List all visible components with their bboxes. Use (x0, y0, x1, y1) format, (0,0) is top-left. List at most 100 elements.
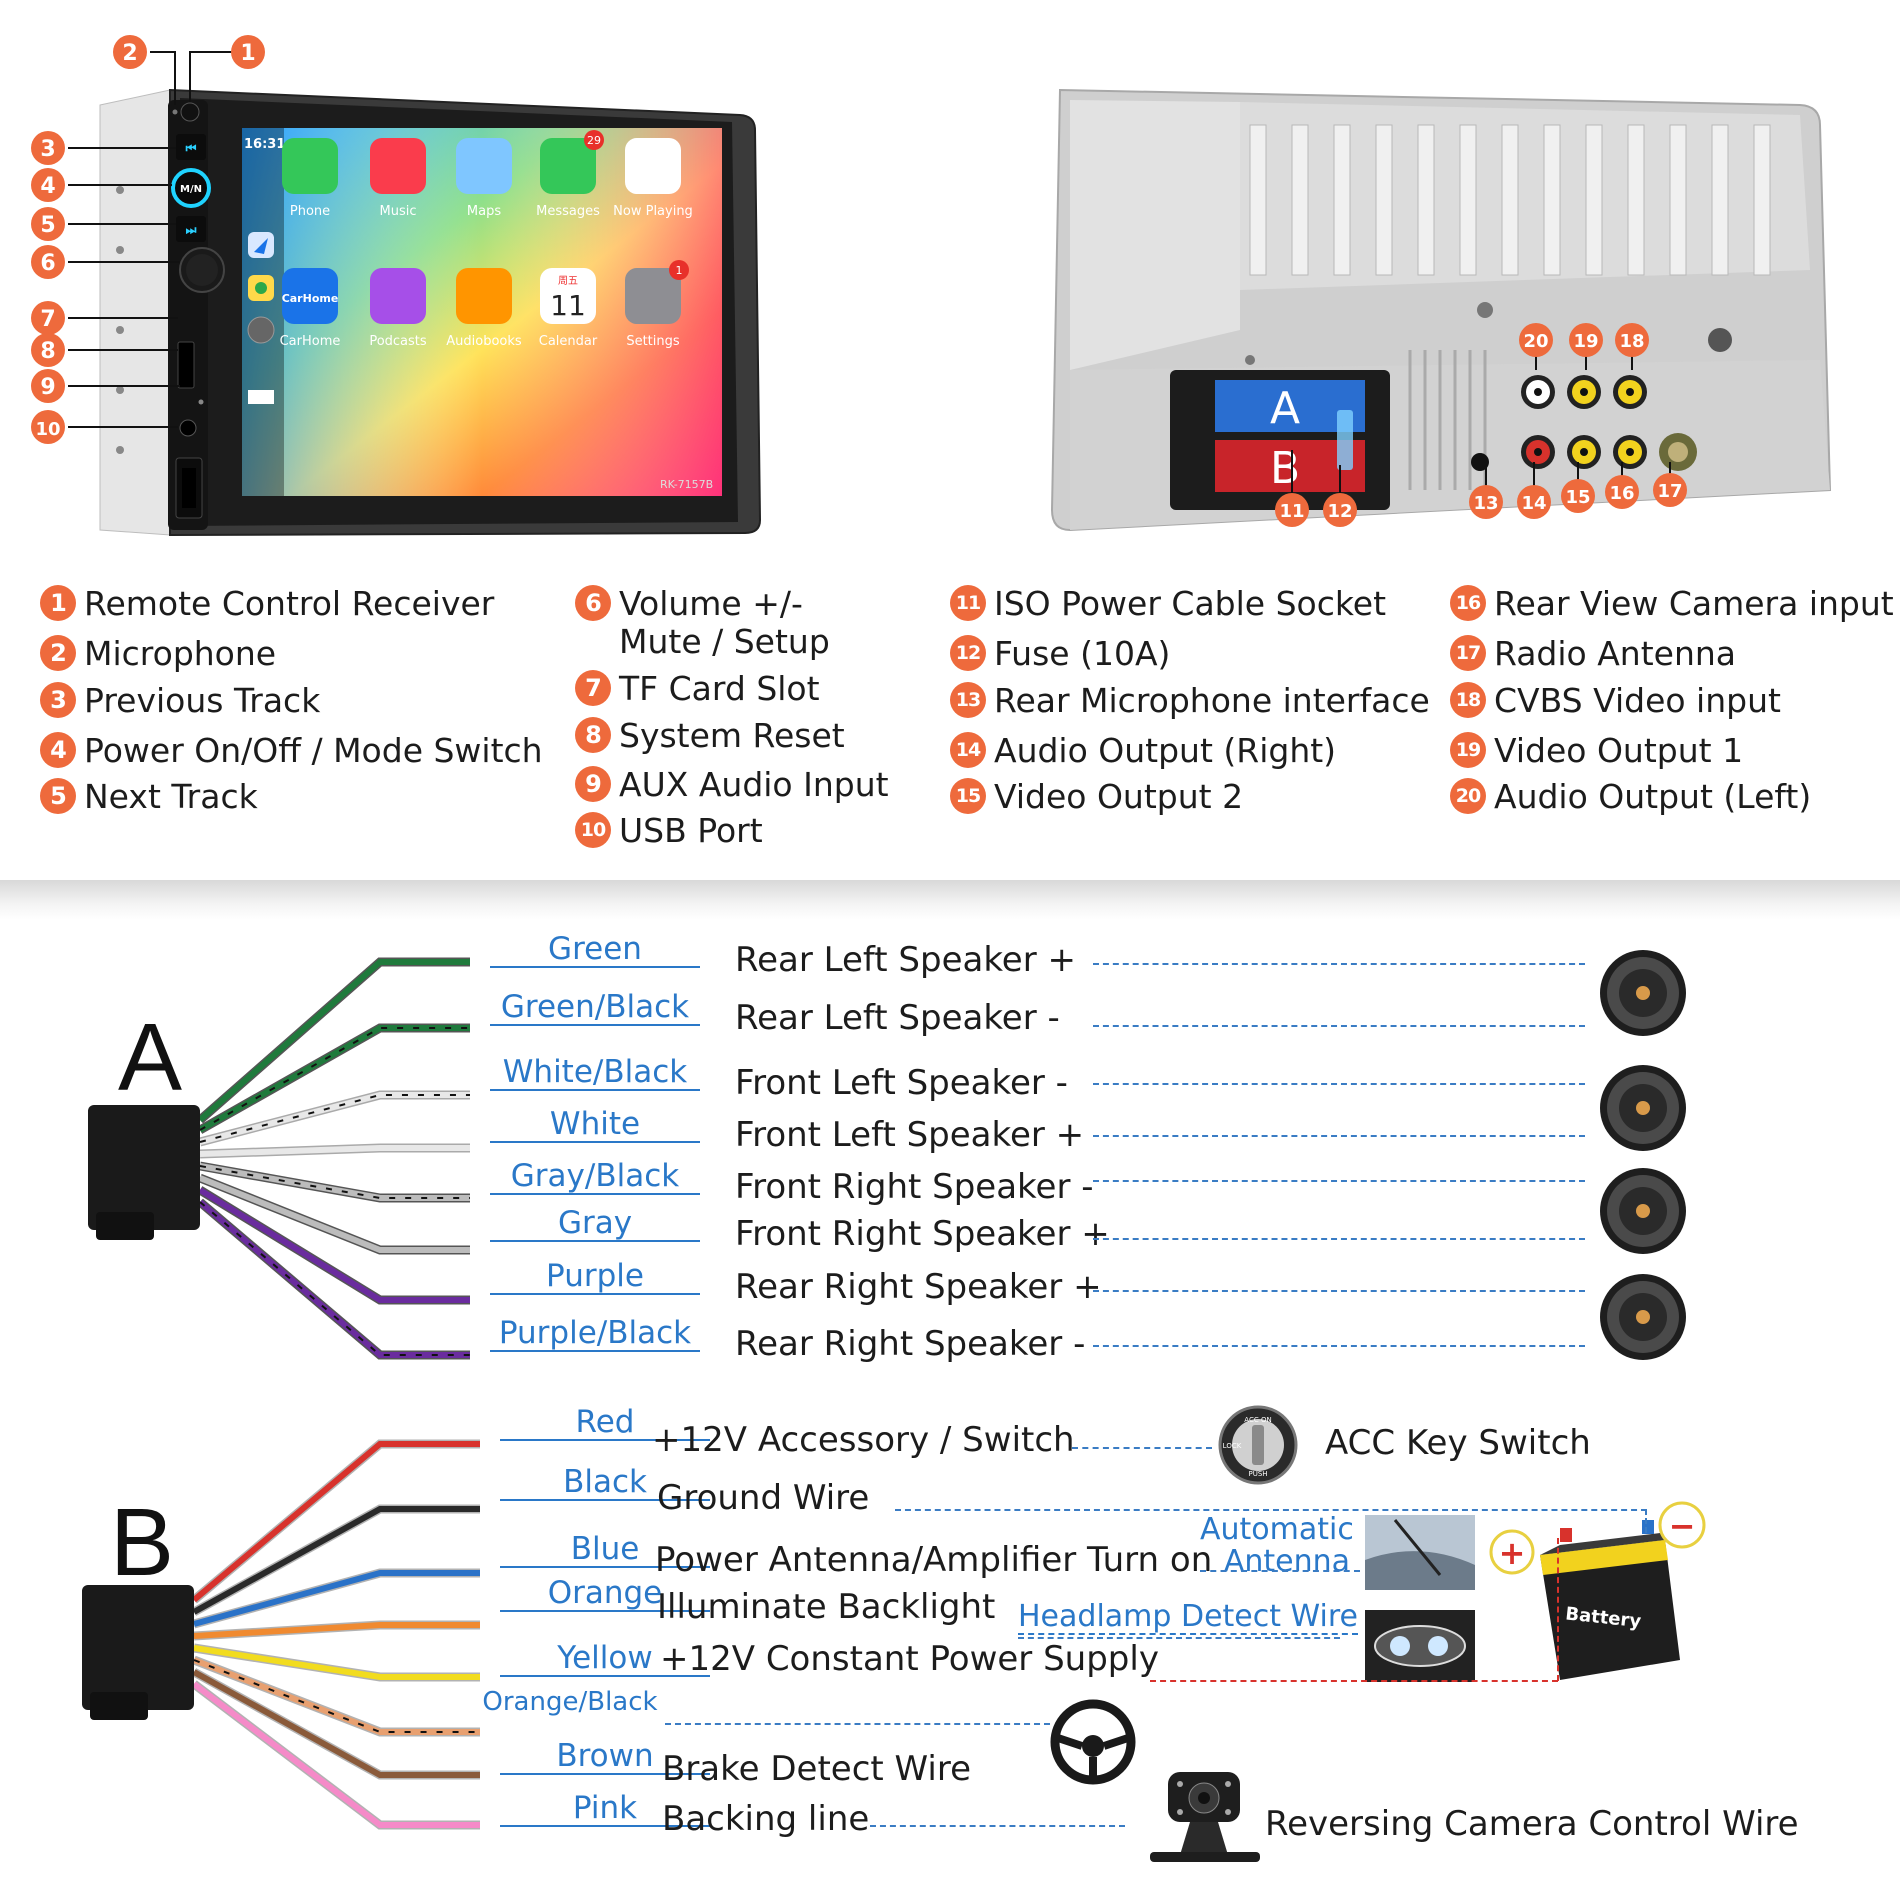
legend-badge: 9 (575, 766, 611, 802)
svg-text:16: 16 (1609, 483, 1634, 504)
rca-jack (1613, 375, 1647, 409)
callout-6: 6 (31, 245, 65, 279)
rca-jack (1567, 375, 1601, 409)
wire-dash (1093, 1180, 1585, 1182)
callout-8: 8 (31, 333, 65, 367)
maps-icon[interactable]: Maps (456, 138, 512, 219)
settings-mini-icon[interactable] (247, 316, 275, 344)
podcasts-icon[interactable]: Podcasts (369, 268, 427, 349)
rca-jack (1521, 435, 1555, 469)
audiobooks-icon[interactable]: Audiobooks (446, 268, 522, 349)
callout-1: 1 (231, 35, 265, 69)
remote-receiver-icon (180, 102, 200, 122)
svg-text:1: 1 (240, 41, 255, 66)
connector-b-plug (82, 1585, 194, 1710)
wire-function-label: Power Antenna/Amplifier Turn on (655, 1540, 1213, 1580)
app-label: Phone (290, 204, 330, 219)
speaker-icon (1600, 1168, 1686, 1254)
app-label: Audiobooks (446, 334, 522, 349)
notification-badge: 29 (584, 130, 604, 150)
backing-dash (870, 1825, 1125, 1827)
legend-text: Radio Antenna (1494, 634, 1737, 673)
wire-dash (1093, 1025, 1585, 1027)
wire-color-label: Green (490, 932, 700, 968)
wire-a-4 (199, 1161, 470, 1203)
now-playing-icon[interactable]: Now Playing (613, 138, 693, 219)
rear-mic-jack (1471, 453, 1489, 471)
wire-a-0 (197, 957, 470, 1124)
svg-text:18: 18 (1619, 331, 1644, 352)
wire-a-2 (198, 1090, 470, 1147)
legend-text: Rear Microphone interface (994, 681, 1430, 720)
app-label: Podcasts (369, 334, 427, 349)
app-label: Music (380, 204, 417, 219)
dashboard-icon[interactable] (248, 390, 274, 404)
wire-color-label: White/Black (490, 1055, 700, 1091)
svg-text:周五: 周五 (558, 275, 578, 287)
callout-9: 9 (31, 369, 65, 403)
battery-plus-line (1557, 1538, 1559, 1681)
wire-color-label: Green/Black (490, 990, 700, 1026)
callout-13: 13 (1469, 485, 1503, 519)
legend-badge: 20 (1450, 778, 1486, 814)
legend-text: Power On/Off / Mode Switch (84, 731, 543, 770)
wire-a-5 (198, 1173, 470, 1255)
wire-color-label: Purple (490, 1259, 700, 1295)
legend-text: Previous Track (84, 681, 321, 720)
fuse (1337, 410, 1353, 470)
callout-5: 5 (31, 207, 65, 241)
svg-text:PUSH: PUSH (1248, 1470, 1267, 1478)
wire-color-label: Pink (500, 1791, 710, 1827)
svg-text:6: 6 (40, 251, 55, 276)
tf-card-slot[interactable] (177, 341, 195, 389)
wire-b-1 (191, 1504, 480, 1616)
legend-text: Fuse (10A) (994, 634, 1171, 673)
battery-icon: Battery (1540, 1520, 1685, 1680)
battery-minus-icon: − (1658, 1501, 1706, 1549)
svg-text:29: 29 (587, 134, 601, 147)
wire-dash (1093, 1345, 1585, 1347)
ground-to-battery (1645, 1509, 1647, 1533)
orange-black-dash (665, 1723, 1050, 1725)
reversing-camera-icon (1150, 1772, 1260, 1862)
wire-a-6 (197, 1186, 470, 1305)
legend-badge: 3 (40, 682, 76, 718)
svg-text:14: 14 (1521, 493, 1546, 514)
automatic-antenna-label: Automatic Antenna (1200, 1512, 1354, 1579)
callout-4: 4 (31, 168, 65, 202)
legend-badge: 2 (40, 635, 76, 671)
music-icon[interactable]: Music (370, 138, 426, 219)
wire-b-0 (191, 1439, 480, 1604)
phone-icon[interactable]: Phone (282, 138, 338, 219)
svg-text:B: B (1270, 443, 1300, 494)
wire-dash (1093, 1238, 1585, 1240)
wire-function-label: Rear Left Speaker - (735, 998, 1060, 1038)
svg-text:LOCK: LOCK (1223, 1442, 1242, 1450)
wire-color-label: Orange/Black (482, 1687, 658, 1717)
reset-hole[interactable] (198, 399, 204, 405)
app-label: Maps (467, 204, 501, 219)
prev-track-icon: ⏮ (186, 141, 197, 155)
wire-color-label: Red (500, 1405, 710, 1441)
wire-dash (1093, 1083, 1585, 1085)
power-mode-button[interactable] (171, 168, 211, 208)
wire-b-3 (193, 1620, 480, 1641)
legend-text: Next Track (84, 777, 258, 816)
aux-jack[interactable] (179, 419, 197, 437)
